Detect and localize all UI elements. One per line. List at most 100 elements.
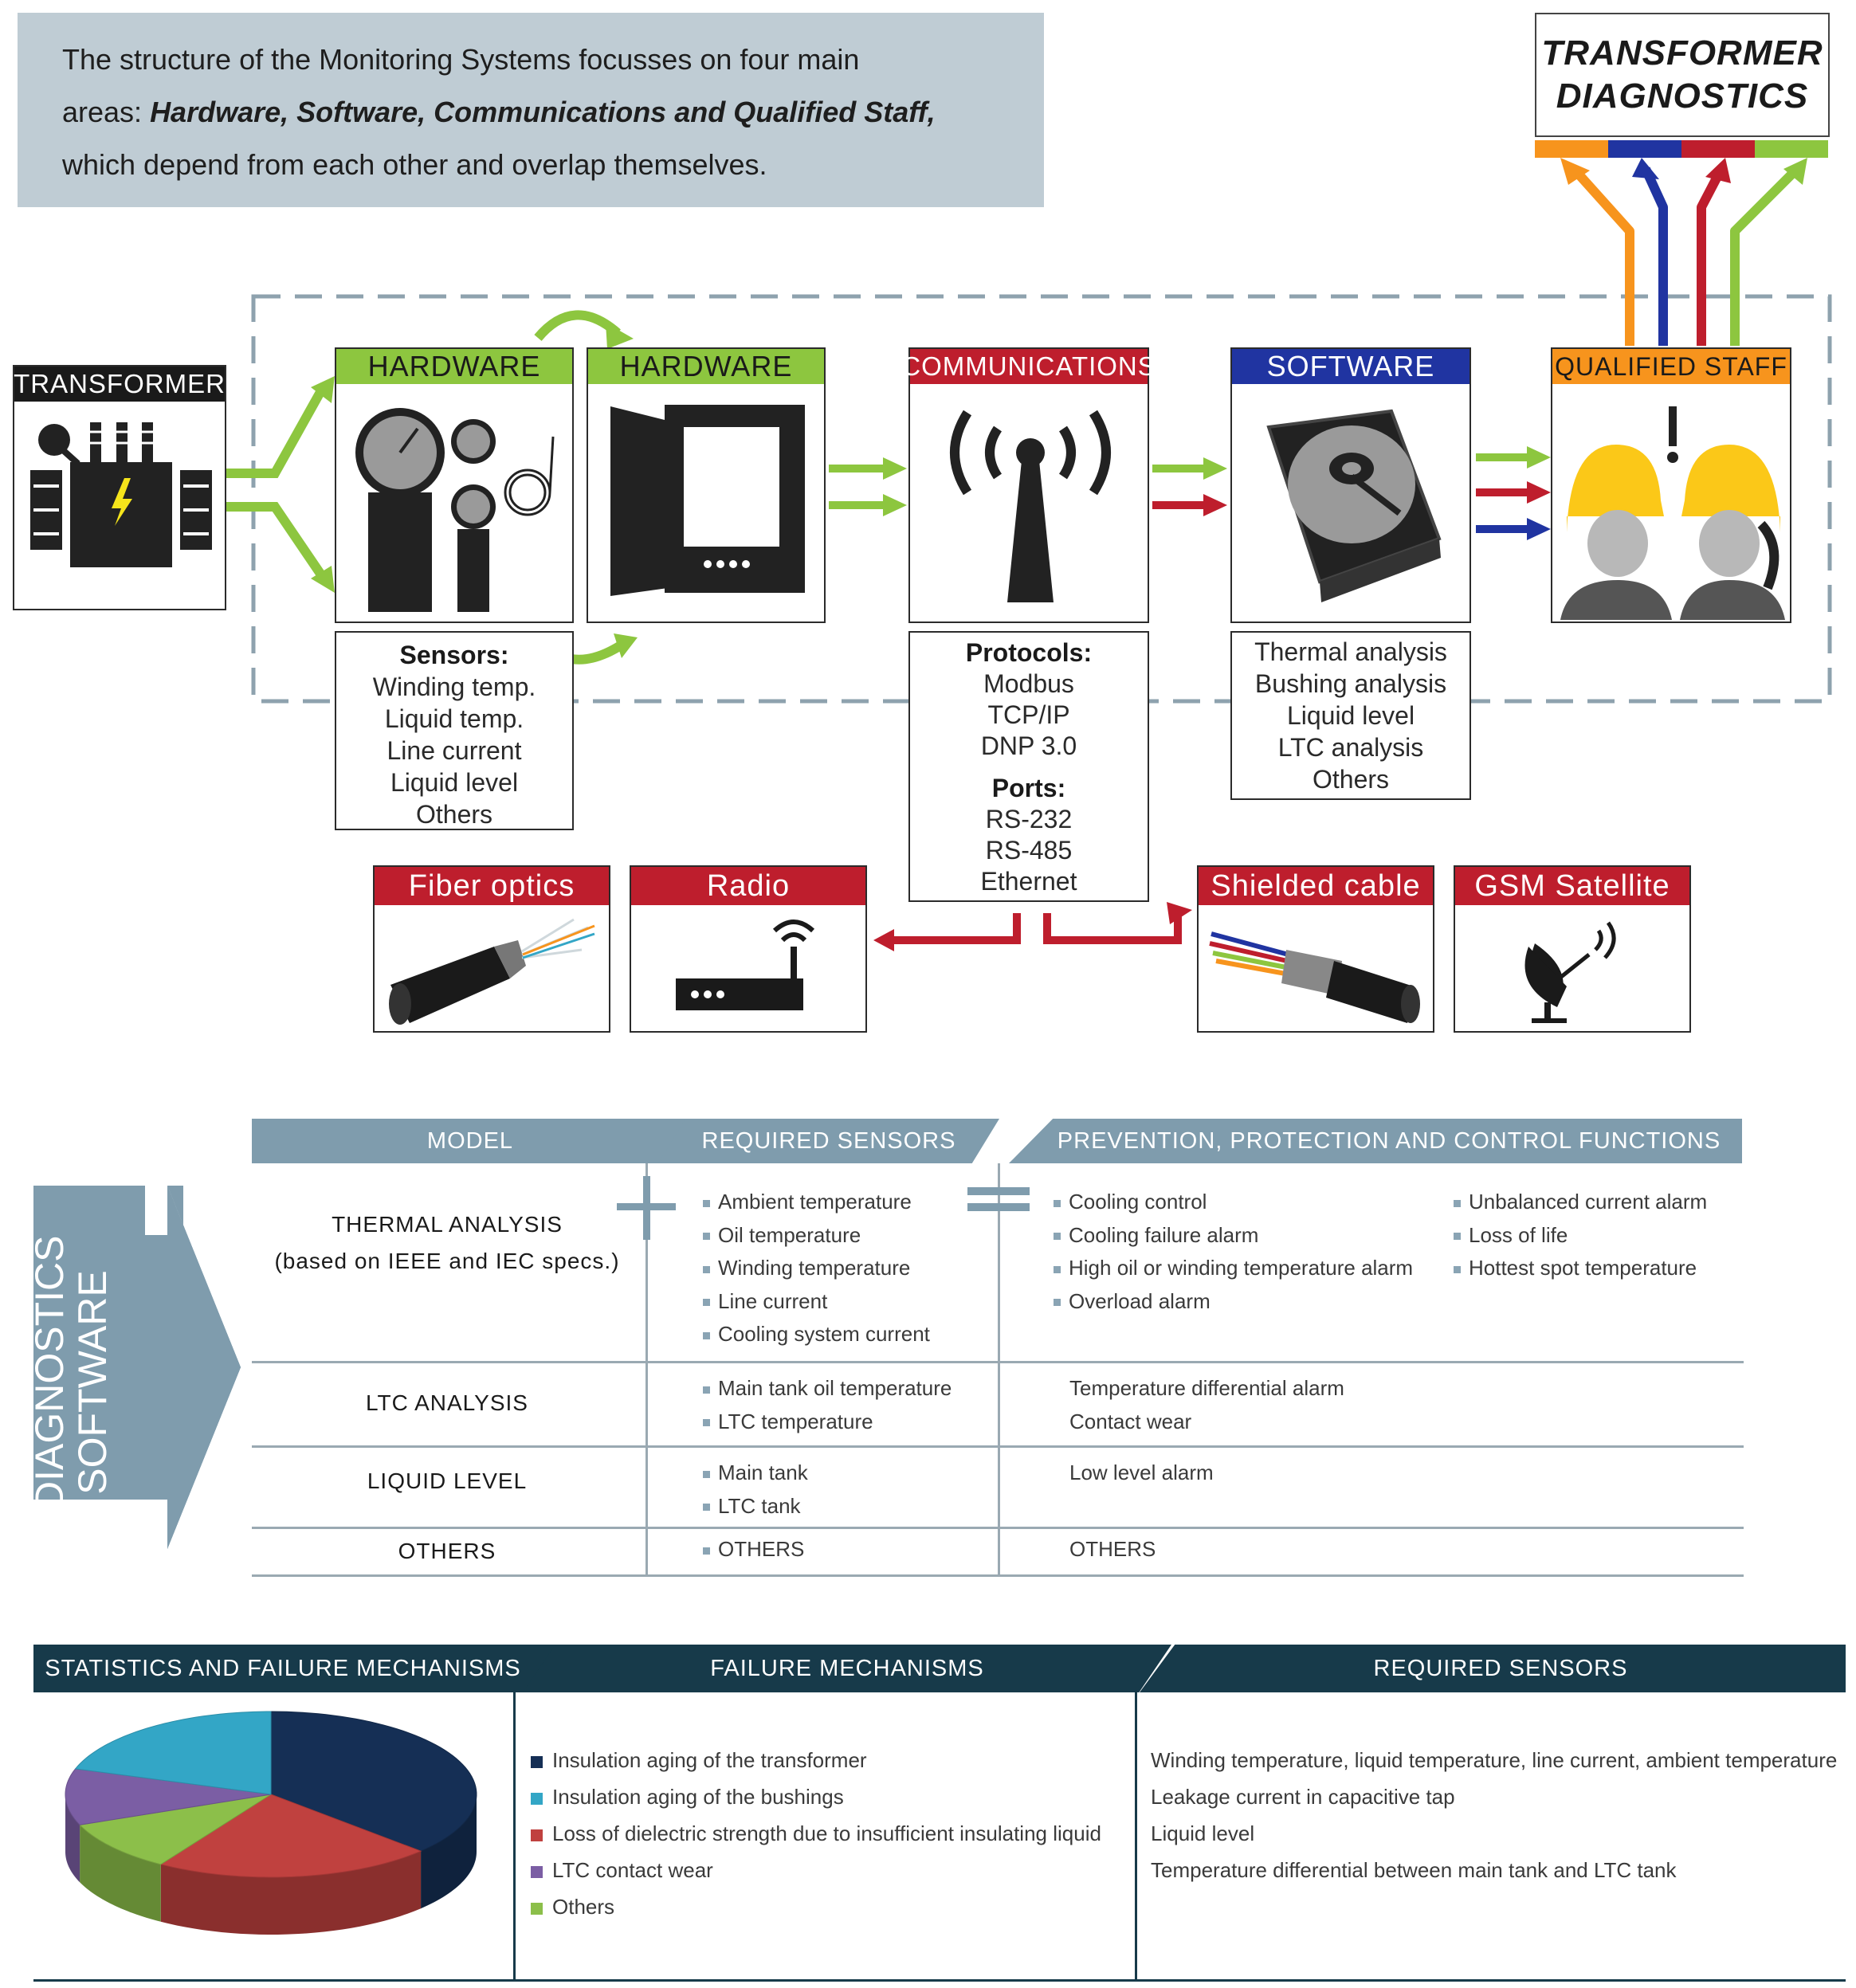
port-item: RS-232 bbox=[985, 805, 1073, 833]
column-header-failure-mechanisms: FAILURE MECHANISMS bbox=[523, 1645, 1171, 1692]
column-header-required-sensors-2: REQUIRED SENSORS bbox=[1140, 1645, 1846, 1692]
gauges-icon bbox=[355, 408, 555, 612]
software-list-box: Thermal analysis Bushing analysis Liquid… bbox=[1230, 631, 1471, 800]
media-label: Radio bbox=[631, 867, 865, 905]
pie-slice-side-0 bbox=[421, 1794, 477, 1909]
fiber-optic-cable-icon bbox=[389, 918, 595, 1025]
software-box: SOFTWARE bbox=[1230, 347, 1471, 623]
intro-line-2-prefix: areas: bbox=[62, 96, 151, 128]
hardware-cabinet-box: HARDWARE bbox=[587, 347, 826, 623]
column-divider bbox=[645, 1163, 648, 1576]
list-item: Low level alarm bbox=[1069, 1461, 1214, 1484]
list-item: Main tank bbox=[703, 1457, 808, 1490]
arrow-transformer-hw-top bbox=[225, 390, 325, 478]
legend-swatch bbox=[531, 1829, 543, 1841]
list-item: Loss of life bbox=[1454, 1219, 1707, 1253]
media-label: GSM Satellite bbox=[1455, 867, 1689, 905]
media-fiber-optics: Fiber optics bbox=[373, 865, 610, 1033]
list-item: Winding temperature bbox=[703, 1252, 930, 1285]
pie-slice-1 bbox=[159, 1794, 422, 1878]
list-item: OTHERS bbox=[703, 1533, 804, 1566]
intro-line-1: The structure of the Monitoring Systems … bbox=[62, 43, 860, 76]
media-radio: Radio bbox=[630, 865, 867, 1033]
pie-slice-side-1 bbox=[160, 1851, 422, 1935]
hardware-cabinet-label: HARDWARE bbox=[588, 349, 824, 384]
diagnostics-title-line-1: TRANSFORMER bbox=[1541, 33, 1823, 73]
sensors-list-box: Sensors: Winding temp. Liquid temp. Line… bbox=[335, 631, 574, 830]
qualified-staff-box: QUALIFIED STAFF bbox=[1551, 347, 1791, 623]
list-item: Cooling failure alarm bbox=[1054, 1219, 1413, 1253]
port-item: RS-485 bbox=[985, 836, 1073, 865]
intro-areas: Hardware, Software, Communications and Q… bbox=[150, 96, 936, 128]
sensors-title: Sensors: bbox=[399, 641, 509, 669]
media-label: Shielded cable bbox=[1199, 867, 1433, 905]
row-divider bbox=[252, 1445, 1744, 1448]
software-item: LTC analysis bbox=[1277, 733, 1424, 762]
software-item: Thermal analysis bbox=[1254, 637, 1447, 666]
sensor-list-others: OTHERS bbox=[703, 1533, 804, 1566]
intro-panel: The structure of the Monitoring Systems … bbox=[18, 13, 1044, 207]
legend-item: LTC contact wear bbox=[531, 1852, 1101, 1888]
column-header-model: MODEL bbox=[252, 1119, 689, 1163]
media-shielded-cable: Shielded cable bbox=[1197, 865, 1434, 1033]
sensor-list-thermal: Ambient temperature Oil temperature Wind… bbox=[703, 1186, 930, 1351]
cabinet-icon bbox=[610, 405, 805, 596]
list-item: OTHERS bbox=[1069, 1537, 1156, 1561]
function-list-thermal-a: Cooling control Cooling failure alarm Hi… bbox=[1054, 1186, 1413, 1318]
arrow-green-up bbox=[1730, 165, 1801, 346]
sensor-list-ltc: Main tank oil temperature LTC temperatur… bbox=[703, 1372, 952, 1438]
intro-text: The structure of the Monitoring Systems … bbox=[62, 33, 1034, 191]
list-item: Main tank oil temperature bbox=[703, 1372, 952, 1406]
list-item: Cooling system current bbox=[703, 1318, 930, 1351]
pie-slice-0 bbox=[270, 1711, 477, 1852]
legend-swatch bbox=[531, 1755, 543, 1768]
list-item: Cooling control bbox=[1054, 1186, 1413, 1219]
color-bar-blue bbox=[1608, 140, 1681, 158]
hardware-sensors-box: HARDWARE bbox=[335, 347, 574, 623]
satellite-dish-icon bbox=[1524, 921, 1616, 1023]
equals-icon-top bbox=[967, 1187, 1030, 1195]
arrow-red-up bbox=[1697, 167, 1726, 346]
list-item: Ambient temperature bbox=[703, 1186, 930, 1219]
model-name: THERMAL ANALYSIS bbox=[332, 1212, 563, 1237]
column-divider bbox=[1135, 1692, 1137, 1981]
list-item: Contact wear bbox=[1069, 1409, 1192, 1433]
equals-icon-bottom bbox=[967, 1203, 1030, 1211]
list-item: Liquid level bbox=[1151, 1821, 1255, 1845]
hard-disk-icon bbox=[1266, 409, 1442, 602]
antenna-icon bbox=[950, 410, 1111, 602]
model-liquid-level: LIQUID LEVEL bbox=[367, 1468, 528, 1493]
legend-swatch bbox=[531, 1792, 543, 1805]
pie-slice-3 bbox=[65, 1768, 272, 1825]
list-item: Temperature differential alarm bbox=[1069, 1376, 1344, 1400]
legend-item: Others bbox=[531, 1888, 1101, 1925]
legend-item: Loss of dielectric strength due to insuf… bbox=[531, 1815, 1101, 1852]
list-item: Winding temperature, liquid temperature,… bbox=[1151, 1748, 1838, 1772]
transformer-label: TRANSFORMER bbox=[14, 367, 225, 402]
sensor-item: Liquid temp. bbox=[384, 704, 524, 733]
list-item: Hottest spot temperature bbox=[1454, 1252, 1707, 1285]
pie-slice-side-3 bbox=[65, 1794, 80, 1883]
column-header-required-sensors: REQUIRED SENSORS bbox=[658, 1119, 999, 1163]
list-item: Leakage current in capacitive tap bbox=[1151, 1785, 1455, 1809]
list-item: LTC temperature bbox=[703, 1406, 952, 1439]
model-thermal-analysis: THERMAL ANALYSIS (based on IEEE and IEC … bbox=[252, 1206, 642, 1280]
row-divider bbox=[252, 1361, 1744, 1363]
list-item: Line current bbox=[703, 1285, 930, 1319]
list-item: Overload alarm bbox=[1054, 1285, 1413, 1319]
failure-mechanism-legend: Insulation aging of the transformer Insu… bbox=[531, 1742, 1101, 1925]
sensor-item: Line current bbox=[387, 736, 522, 765]
sensor-item: Winding temp. bbox=[372, 672, 536, 701]
pie-slice-2 bbox=[79, 1794, 272, 1865]
plus-icon-v bbox=[643, 1176, 650, 1240]
intro-line-3: which depend from each other and overlap… bbox=[62, 148, 767, 181]
list-item: LTC tank bbox=[703, 1490, 808, 1523]
protocols-list-box: Protocols: Modbus TCP/IP DNP 3.0 Ports: … bbox=[908, 631, 1149, 902]
media-gsm-satellite: GSM Satellite bbox=[1454, 865, 1691, 1033]
software-item: Others bbox=[1312, 765, 1390, 794]
arrow-blue-up bbox=[1641, 167, 1668, 346]
color-bar-green bbox=[1755, 140, 1828, 158]
model-ltc-analysis: LTC ANALYSIS bbox=[366, 1390, 528, 1415]
